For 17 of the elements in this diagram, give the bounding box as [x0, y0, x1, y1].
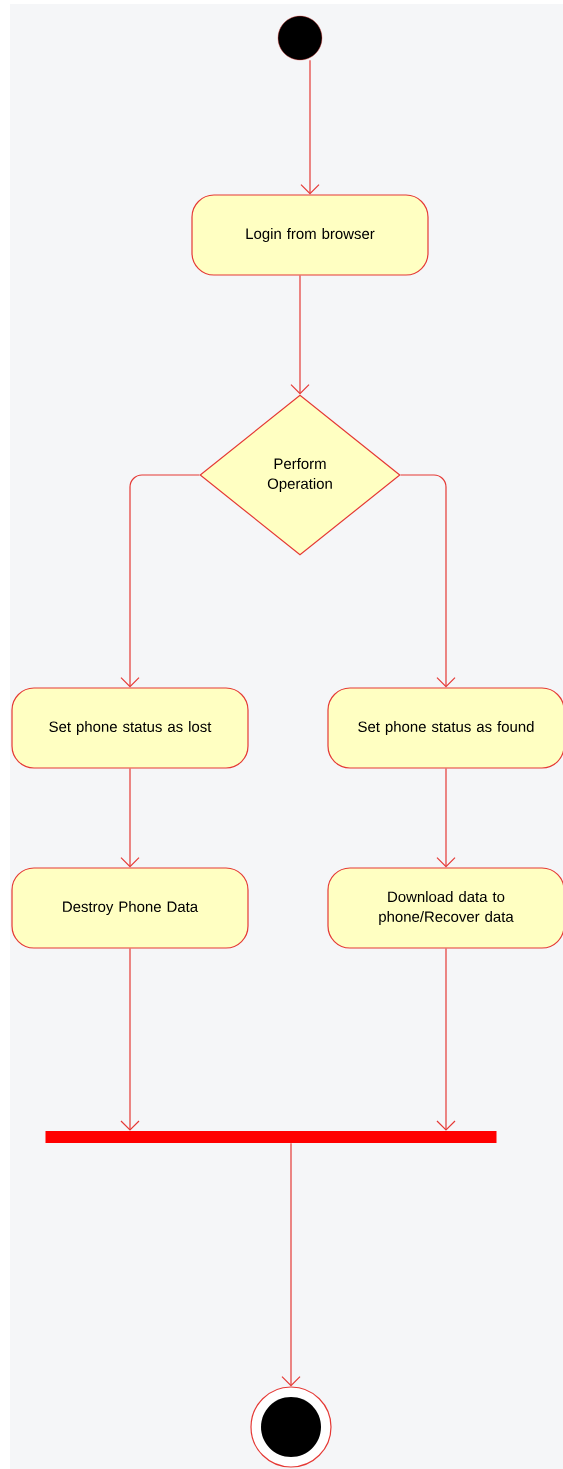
final-node — [250, 1386, 332, 1468]
join-bar — [45, 1131, 497, 1143]
arrow — [436, 948, 456, 1131]
arrow — [400, 474, 456, 688]
arrow — [120, 474, 200, 688]
action-box: Set phone status as lost — [11, 687, 249, 769]
arrow — [290, 275, 310, 395]
action-box: Destroy Phone Data — [11, 867, 249, 949]
arrow — [281, 1142, 301, 1387]
action-box: Login from browser — [191, 194, 429, 276]
action-box: Download data to phone/Recover data — [327, 867, 563, 949]
arrow — [120, 768, 140, 868]
arrow — [300, 59, 320, 195]
action-box: Set phone status as found — [327, 687, 563, 769]
arrow — [436, 768, 456, 868]
arrow — [120, 948, 140, 1131]
start-node — [277, 15, 323, 61]
